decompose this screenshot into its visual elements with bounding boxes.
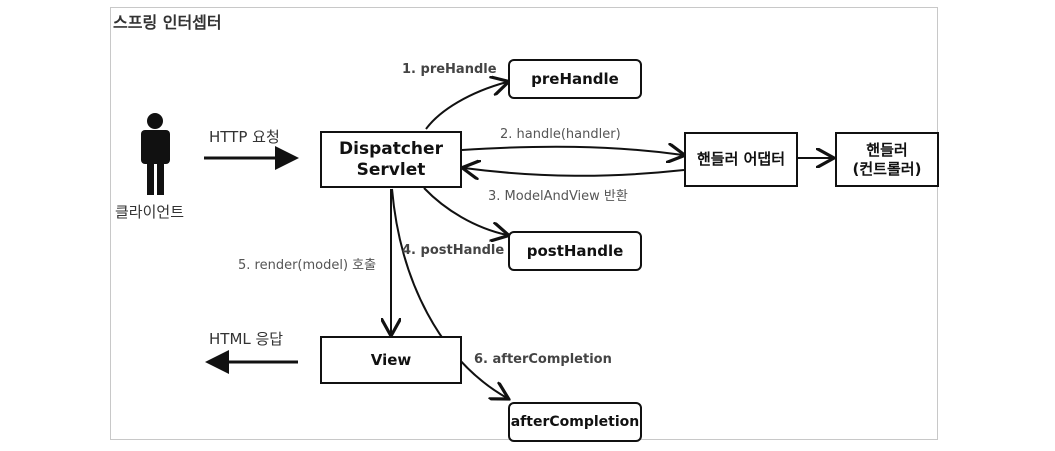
step5-label: 5. render(model) 호출 bbox=[238, 258, 377, 273]
modelandview-arrow bbox=[464, 168, 685, 176]
step3-label: 3. ModelAndView 반환 bbox=[488, 189, 628, 204]
http-request-label: HTTP 요청 bbox=[209, 128, 280, 146]
dispatcher-line2: Servlet bbox=[356, 159, 426, 180]
diagram-title: 스프링 인터셉터 bbox=[113, 13, 222, 32]
handler-line2: (컨트롤러) bbox=[852, 159, 922, 178]
step2-label: 2. handle(handler) bbox=[500, 127, 621, 142]
client-person-icon bbox=[141, 113, 170, 195]
step6-label: 6. afterCompletion bbox=[474, 352, 612, 367]
handle-arrow bbox=[461, 147, 683, 155]
handler-line1: 핸들러 bbox=[866, 140, 908, 159]
prehandle-arrow bbox=[425, 82, 507, 130]
aftercompletion-box: afterCompletion bbox=[508, 402, 642, 442]
view-box: View bbox=[320, 336, 462, 384]
dispatcher-line1: Dispatcher bbox=[339, 138, 443, 159]
step4-label: 4. postHandle bbox=[402, 243, 505, 258]
client-label: 클라이언트 bbox=[115, 203, 185, 221]
step1-label: 1. preHandle bbox=[402, 62, 497, 77]
html-response-label: HTML 응답 bbox=[209, 330, 284, 348]
prehandle-box: preHandle bbox=[508, 59, 642, 99]
aftercompletion-arrow bbox=[391, 188, 507, 398]
posthandle-arrow bbox=[423, 187, 507, 235]
dispatcher-servlet-box: Dispatcher Servlet bbox=[320, 131, 462, 188]
handler-adapter-box: 핸들러 어댑터 bbox=[684, 132, 798, 187]
handler-controller-box: 핸들러 (컨트롤러) bbox=[835, 132, 939, 187]
posthandle-box: postHandle bbox=[508, 231, 642, 271]
